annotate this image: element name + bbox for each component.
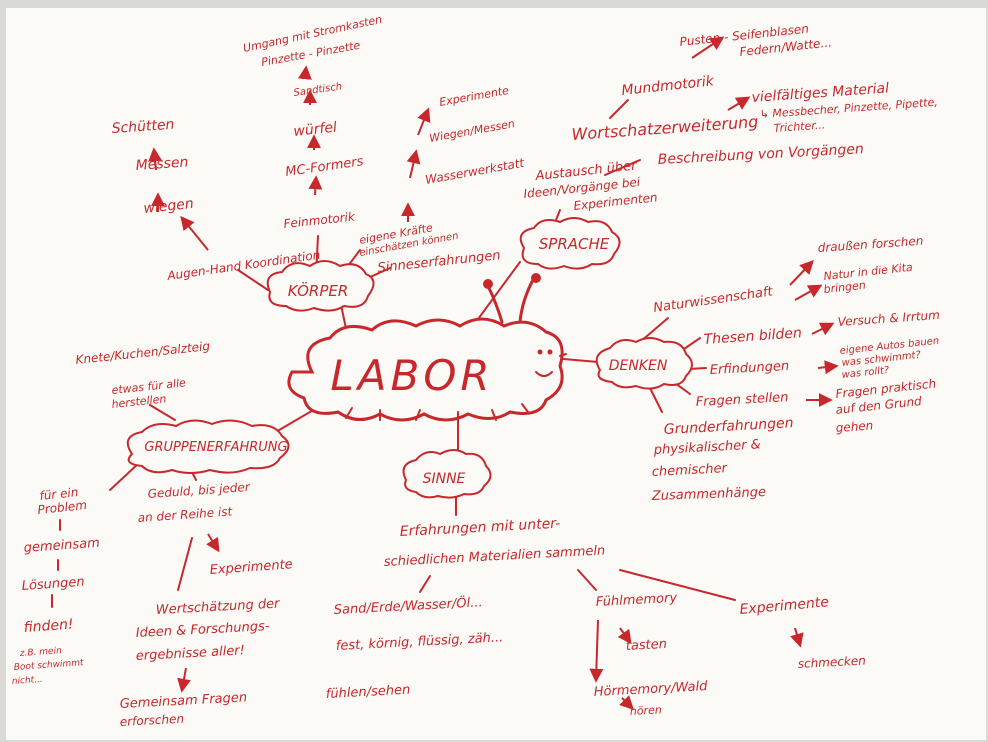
hoeren-label: hören (629, 703, 662, 718)
cloud-gruppe: GRUPPENERFAHRUNG (126, 419, 290, 474)
fragen-stellen-label: Fragen stellen (695, 390, 788, 410)
category-gruppenerfahrung: GRUPPENERFAHRUNG (144, 440, 287, 455)
wiegen-label: wiegen (143, 196, 195, 217)
category-sinne: SINNE (423, 471, 466, 487)
center-label: LABOR (330, 351, 493, 400)
category-denken: DENKEN (609, 358, 668, 374)
autos-line3: was rollt? (841, 365, 890, 381)
wert-line1: Wertschätzung der (155, 596, 281, 618)
labor-caterpillar: LABOR (287, 273, 567, 423)
boot-line1: z.B. mein (19, 646, 63, 659)
wuerfel-label: würfel (293, 120, 338, 140)
wert-line2: Ideen & Forschungs- (135, 619, 270, 641)
branch-denken: Naturwissenschaft draußen forschen Natur… (651, 234, 941, 504)
boot-line2: Boot schwimmt (14, 658, 85, 673)
cloud-koerper: KÖRPER (266, 260, 375, 312)
boot-line3: nicht... (12, 675, 44, 687)
wert-line3: ergebnisse aller! (135, 643, 245, 664)
grund-line2: physikalischer & (652, 437, 761, 458)
experimente-sinne-label: Experimente (739, 594, 830, 618)
cloud-denken: DENKEN (595, 337, 693, 390)
hoermemory-label: Hörmemory/Wald (593, 679, 708, 700)
grund-line4: Zusammenhänge (651, 485, 767, 504)
cloud-sprache: SPRACHE (519, 217, 621, 270)
schuetten-label: Schütten (111, 117, 175, 137)
messen-label: Messen (135, 154, 189, 174)
problem-line1: für ein (39, 485, 79, 503)
schmecken-label: schmecken (797, 653, 866, 671)
finden-label: finden! (23, 617, 74, 636)
tasten-label: tasten (625, 637, 667, 654)
cloud-sinne: SINNE (402, 449, 492, 499)
experimente-gruppe-label: Experimente (209, 557, 293, 578)
gem-line1: Gemeinsam Fragen (119, 690, 247, 712)
gemeinsam-label: gemeinsam (23, 536, 100, 556)
material-detail2: Trichter... (773, 118, 825, 135)
fuehlen-label: fühlen/sehen (325, 683, 410, 702)
problem-line2: Problem (37, 498, 88, 517)
fuehlmemory-label: Fühlmemory (595, 591, 677, 610)
loesungen-label: Lösungen (21, 575, 85, 594)
grund-line1: Grunderfahrungen (663, 415, 794, 438)
gem-line2: erforschen (119, 712, 184, 729)
fragen-line3: gehen (835, 418, 873, 435)
etwas-line2: herstellen (111, 392, 167, 411)
grund-line3: chemischer (651, 461, 728, 480)
category-koerper: KÖRPER (288, 281, 349, 300)
geduld-line2: an der Reihe ist (137, 504, 234, 525)
category-sprache: SPRACHE (539, 235, 610, 253)
natur-line2: bringen (823, 279, 866, 296)
arrows (148, 36, 839, 710)
thesen-label: Thesen bilden (703, 325, 802, 348)
erfindungen-label: Erfindungen (709, 359, 789, 378)
